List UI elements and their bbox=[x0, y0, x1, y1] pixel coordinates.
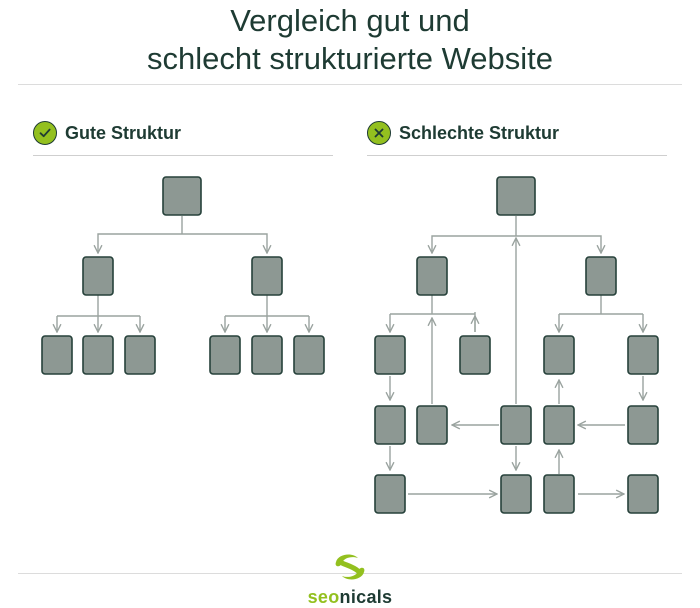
bad-node-row5-2 bbox=[543, 474, 575, 514]
good-node-level2-right bbox=[251, 256, 283, 296]
section-good-rule bbox=[33, 155, 333, 156]
bad-node-level2-right bbox=[585, 256, 617, 296]
good-node-leaf-5 bbox=[293, 335, 325, 375]
seonicals-logo: seonicals bbox=[290, 552, 410, 607]
good-node-leaf-1 bbox=[82, 335, 114, 375]
section-bad-label: Schlechte Struktur bbox=[399, 122, 560, 143]
bad-node-row4-4 bbox=[627, 405, 659, 445]
bad-node-row3-1 bbox=[459, 335, 491, 375]
logo-wordmark-part1: seo bbox=[307, 587, 340, 607]
bad-node-row5-3 bbox=[627, 474, 659, 514]
section-good-label: Gute Struktur bbox=[65, 122, 182, 143]
bad-node-row4-3 bbox=[543, 405, 575, 445]
bad-node-root bbox=[496, 176, 536, 216]
good-connector-left bbox=[98, 233, 182, 253]
bad-node-row5-1 bbox=[500, 474, 532, 514]
bad-node-row4-0 bbox=[374, 405, 406, 445]
check-icon bbox=[33, 121, 57, 145]
section-bad-header: Schlechte Struktur bbox=[367, 121, 559, 145]
section-good-header: Gute Struktur bbox=[33, 121, 181, 145]
good-connector-right bbox=[182, 233, 267, 253]
logo-wordmark-part2: nicals bbox=[339, 587, 393, 607]
bad-node-row3-0 bbox=[374, 335, 406, 375]
good-node-leaf-0 bbox=[41, 335, 73, 375]
logo-wordmark: seonicals bbox=[290, 587, 410, 607]
bad-connector-right bbox=[516, 235, 601, 253]
bad-node-row3-2 bbox=[543, 335, 575, 375]
good-node-leaf-4 bbox=[251, 335, 283, 375]
seonicals-logo-icon bbox=[335, 554, 365, 580]
bad-node-row4-1 bbox=[416, 405, 448, 445]
good-node-leaf-2 bbox=[124, 335, 156, 375]
bad-node-level2-left bbox=[416, 256, 448, 296]
bad-node-row3-3 bbox=[627, 335, 659, 375]
page-title: Vergleich gut und schlecht strukturierte… bbox=[0, 2, 700, 78]
title-line-1: Vergleich gut und bbox=[230, 3, 470, 38]
good-node-level2-left bbox=[82, 256, 114, 296]
bad-connector-left bbox=[432, 235, 516, 253]
good-node-leaf-3 bbox=[209, 335, 241, 375]
bad-node-row4-2 bbox=[500, 405, 532, 445]
x-icon bbox=[367, 121, 391, 145]
section-bad-rule bbox=[367, 155, 667, 156]
bad-node-row5-0 bbox=[374, 474, 406, 514]
good-node-root bbox=[162, 176, 202, 216]
bottom-divider bbox=[18, 573, 682, 574]
title-line-2: schlecht strukturierte Website bbox=[146, 41, 554, 76]
top-divider bbox=[18, 84, 682, 85]
